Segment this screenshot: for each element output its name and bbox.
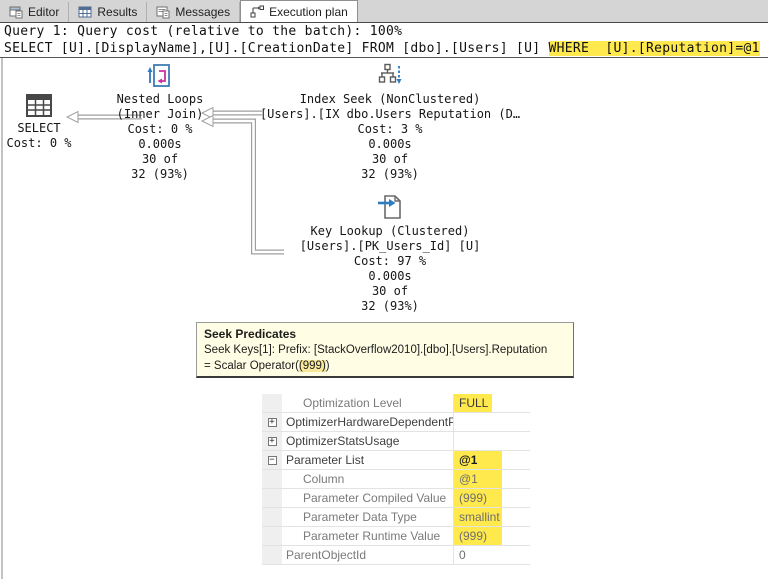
messages-icon [156,6,170,19]
property-row-parent-object-id[interactable]: ParentObjectId 0 [262,546,530,565]
property-row-parameter-runtime-value[interactable]: Parameter Runtime Value (999) [262,527,530,546]
property-name: Column [303,472,345,486]
tab-execution-plan[interactable]: Execution plan [240,0,358,22]
node-subtitle: (Inner Join) [116,107,204,121]
property-name: Parameter List [286,453,365,467]
property-value: (999) [454,489,502,507]
node-rows-pct: 32 (93%) [361,167,419,181]
plan-node-index-seek[interactable]: Index Seek (NonClustered) [Users].[IX db… [248,63,532,182]
tooltip-line1: Seek Keys[1]: Prefix: [StackOverflow2010… [204,344,548,356]
property-row-optimization-level[interactable]: Optimization Level FULL [262,394,530,413]
tab-editor[interactable]: Editor [0,2,70,22]
query-where-highlight: WHERE [U].[Reputation]=@1 [548,41,760,56]
property-value [454,413,459,431]
property-row-optimizer-hardware[interactable]: + OptimizerHardwareDependentPr [262,413,530,432]
property-value: @1 [454,470,502,488]
panel-left-border [1,58,3,579]
tab-label: Results [97,5,138,19]
property-row-parameter-data-type[interactable]: Parameter Data Type smallint [262,508,530,527]
results-icon [78,6,92,18]
property-row-optimizer-stats-usage[interactable]: + OptimizerStatsUsage [262,432,530,451]
properties-grid: Optimization Level FULL + OptimizerHardw… [262,394,530,565]
node-rows-pct: 32 (93%) [131,167,189,181]
property-row-parameter-compiled-value[interactable]: Parameter Compiled Value (999) [262,489,530,508]
tab-label: Messages [175,5,231,19]
query-cost-line: Query 1: Query cost (relative to the bat… [4,24,403,39]
node-object: [Users].[IX dbo.Users Reputation (D… [259,107,521,121]
property-value: smallint [454,508,502,526]
property-name: ParentObjectId [286,548,367,562]
editor-icon [9,6,23,19]
property-name: Parameter Data Type [303,510,417,524]
node-time: 0.000s [368,137,412,151]
execution-plan-icon [250,5,265,17]
property-name: Parameter Runtime Value [303,529,441,543]
result-tab-bar: Editor Results Messages [0,0,768,23]
plan-node-select[interactable]: SELECT Cost: 0 % [4,94,74,151]
property-value [454,432,459,450]
plan-node-key-lookup[interactable]: Key Lookup (Clustered) [Users].[PK_Users… [248,193,532,314]
property-name: Parameter Compiled Value [303,491,447,505]
expand-icon[interactable]: + [267,435,277,446]
property-value: 0 [459,548,466,562]
query-text-line: SELECT [U].[DisplayName],[U].[CreationDa… [4,41,760,56]
tab-label: Execution plan [269,4,348,19]
tab-results[interactable]: Results [69,2,148,22]
tooltip-value-highlight: (999) [298,360,326,372]
node-title: SELECT [17,121,61,135]
node-cost: Cost: 0 % [6,136,72,150]
index-seek-icon [378,63,402,84]
property-row-column[interactable]: Column @1 [262,470,530,489]
plan-node-nested-loops[interactable]: Nested Loops (Inner Join) Cost: 0 % 0.00… [100,63,220,182]
node-title: Nested Loops [116,92,204,106]
tooltip-line2: = Scalar Operator((999)) [204,360,330,372]
property-value: @1 [454,451,502,469]
property-row-parameter-list[interactable]: − Parameter List @1 [262,451,530,470]
node-title: Key Lookup (Clustered) [310,224,470,238]
tab-messages[interactable]: Messages [147,2,241,22]
node-time: 0.000s [138,137,182,151]
node-rows: 30 of [141,152,179,166]
node-title: Index Seek (NonClustered) [299,92,481,106]
seek-predicates-tooltip: Seek Predicates Seek Keys[1]: Prefix: [S… [196,322,574,378]
property-value: (999) [454,527,502,545]
property-value: FULL [454,394,492,412]
node-cost: Cost: 3 % [357,122,423,136]
node-object: [Users].[PK_Users_Id] [U] [299,239,481,253]
tooltip-title: Seek Predicates [204,327,297,341]
result-grid-icon [26,94,52,117]
query-cost-header: Query 1: Query cost (relative to the bat… [0,23,768,58]
collapse-icon[interactable]: − [267,454,277,465]
property-name: Optimization Level [303,396,402,410]
tab-label: Editor [28,5,60,19]
query-text: SELECT [U].[DisplayName],[U].[CreationDa… [4,41,549,56]
node-rows-pct: 32 (93%) [361,299,419,313]
property-name: OptimizerStatsUsage [286,434,400,448]
node-cost: Cost: 97 % [353,254,427,268]
node-time: 0.000s [368,269,412,283]
property-name: OptimizerHardwareDependentPr [286,415,453,429]
node-rows: 30 of [371,152,409,166]
node-rows: 30 of [371,284,409,298]
expand-icon[interactable]: + [267,416,277,427]
node-cost: Cost: 0 % [127,122,193,136]
nested-loops-icon [147,64,170,87]
key-lookup-icon [378,195,401,219]
